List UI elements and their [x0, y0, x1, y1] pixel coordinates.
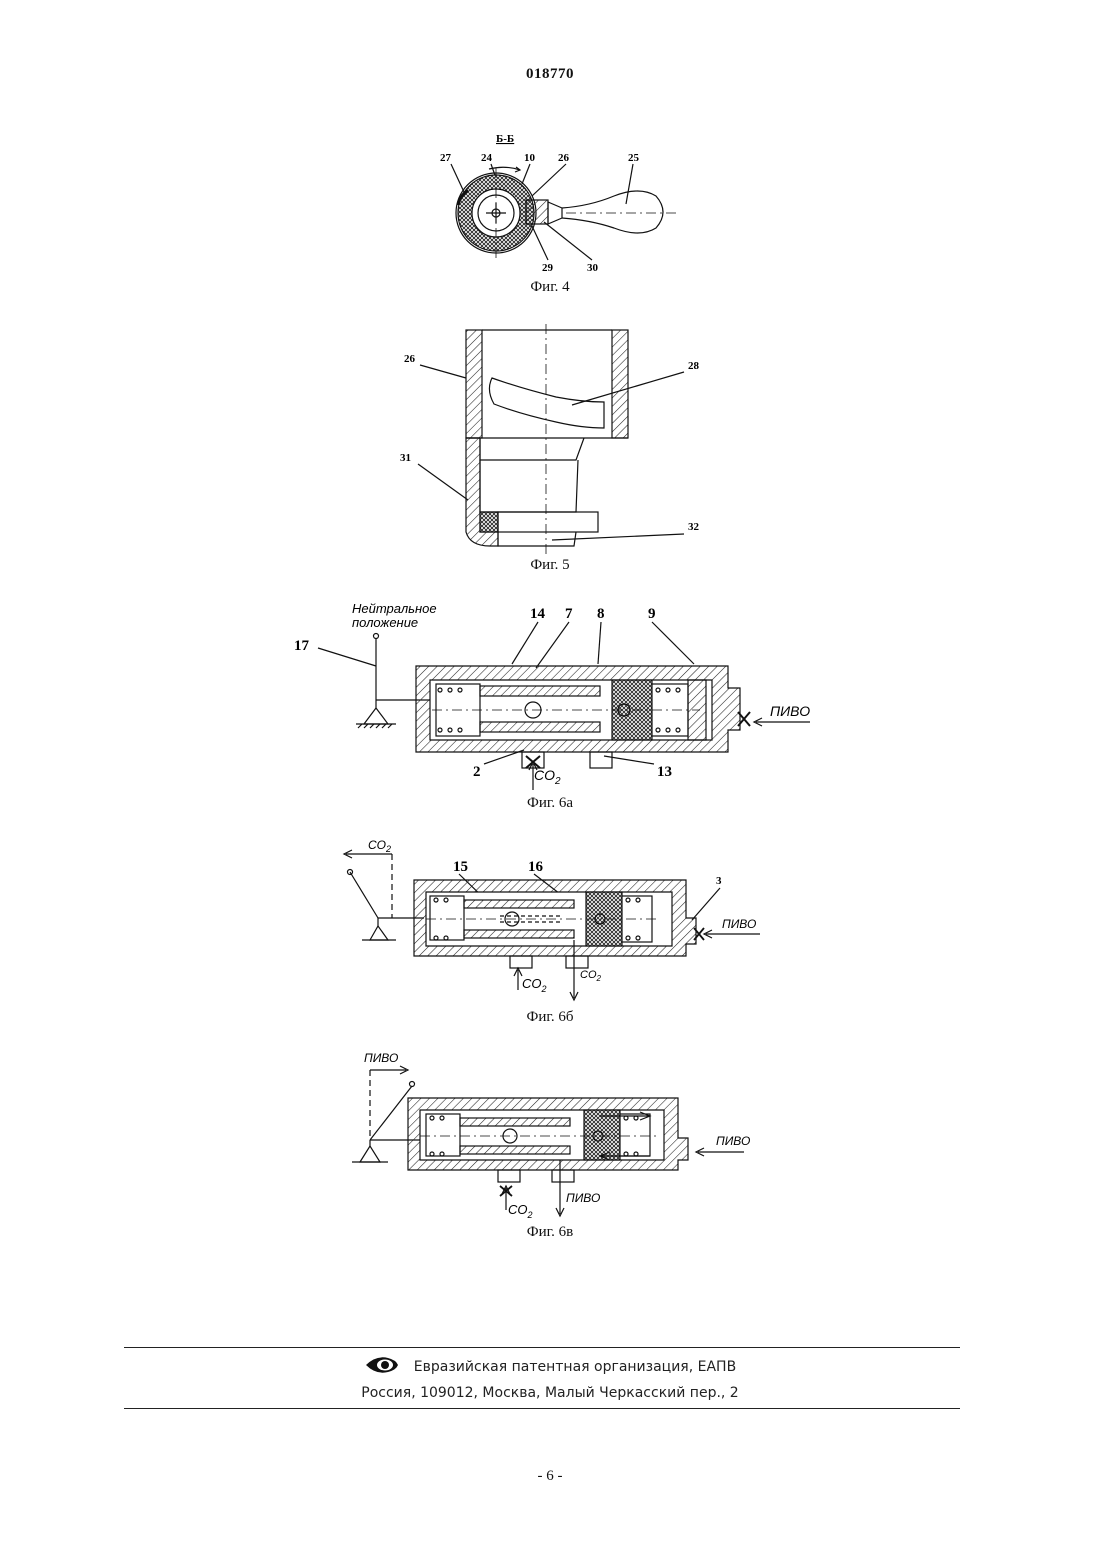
fig6a-label-9: 9	[648, 606, 656, 622]
document-number: 018770	[0, 66, 1100, 83]
fig6a-neutral-line1: Нейтральное	[352, 601, 437, 616]
fig6a-label-7: 7	[565, 606, 573, 622]
footer-bottom-rule	[124, 1408, 960, 1409]
figure-6b-drawing: CO2 15 16 3 ПИВО CO2 CO2	[0, 836, 1100, 1006]
footer-address: Россия, 109012, Москва, Малый Черкасский…	[0, 1385, 1100, 1401]
fig6a-valve-section	[318, 622, 810, 790]
fig4-label-25: 25	[628, 152, 640, 164]
fig6v-beer-out-label: ПИВО	[566, 1191, 600, 1205]
fig6b-beer-label: ПИВО	[722, 917, 756, 931]
figure-6a-drawing: Нейтральное положение 17 14 7 8 9 2 13 П…	[0, 596, 1100, 792]
fig6v-beer-in-label: ПИВО	[716, 1134, 750, 1148]
fig4-caption: Фиг. 4	[0, 279, 1100, 296]
fig6a-label-17: 17	[294, 638, 310, 654]
fig4-label-26: 26	[558, 152, 570, 164]
fig6a-label-14: 14	[530, 606, 546, 622]
figure-4-drawing: Б-Б 27 24 10 26 25 29 30	[0, 130, 1100, 280]
fig4-label-30: 30	[587, 262, 599, 274]
fig6v-co2-label: CO2	[508, 1202, 533, 1220]
fig6b-label-16: 16	[528, 859, 544, 875]
fig6b-co2-out-label: CO2	[580, 969, 602, 983]
fig4-label-27: 27	[440, 152, 452, 164]
eapo-logo-icon	[364, 1354, 400, 1380]
fig6v-caption: Фиг. 6в	[0, 1224, 1100, 1241]
fig6a-label-8: 8	[597, 606, 605, 622]
figure-6v-drawing: ПИВО ПИВО ПИВО CO2	[0, 1046, 1100, 1222]
footer-organization-line: Евразийская патентная организация, ЕАПВ	[0, 1354, 1100, 1380]
fig4-section-label: Б-Б	[496, 133, 514, 145]
fig6a-label-13: 13	[657, 764, 672, 780]
fig4-label-10: 10	[524, 152, 536, 164]
fig6a-label-2: 2	[473, 764, 481, 780]
fig6b-co2-in-label: CO2	[522, 976, 547, 994]
fig6b-label-15: 15	[453, 859, 468, 875]
fig6a-beer-label: ПИВО	[770, 703, 810, 719]
fig6b-co2-top-label: CO2	[368, 838, 391, 854]
fig6v-valve-section	[352, 1066, 744, 1216]
fig5-sleeve-section	[418, 324, 684, 554]
fig6b-valve-section	[344, 850, 760, 1000]
fig6b-caption: Фиг. 6б	[0, 1009, 1100, 1026]
fig6a-neutral-line2: положение	[352, 615, 418, 630]
fig5-label-32: 32	[688, 521, 700, 533]
fig5-label-26: 26	[404, 353, 416, 365]
fig4-label-24: 24	[481, 152, 493, 164]
footer-top-rule	[124, 1347, 960, 1348]
fig5-label-31: 31	[400, 452, 411, 464]
footer-organization: Евразийская патентная организация, ЕАПВ	[414, 1359, 736, 1375]
fig5-label-28: 28	[688, 360, 700, 372]
fig6v-beer-top-label: ПИВО	[364, 1051, 398, 1065]
fig5-caption: Фиг. 5	[0, 557, 1100, 574]
fig6a-caption: Фиг. 6а	[0, 795, 1100, 812]
fig4-label-29: 29	[542, 262, 554, 274]
fig6a-co2-label: CO2	[534, 767, 561, 787]
fig6b-label-3: 3	[716, 875, 722, 887]
fig4-knob-section	[451, 164, 676, 260]
page-number: - 6 -	[0, 1468, 1100, 1485]
figure-5-drawing: 26 28 31 32	[0, 320, 1100, 560]
